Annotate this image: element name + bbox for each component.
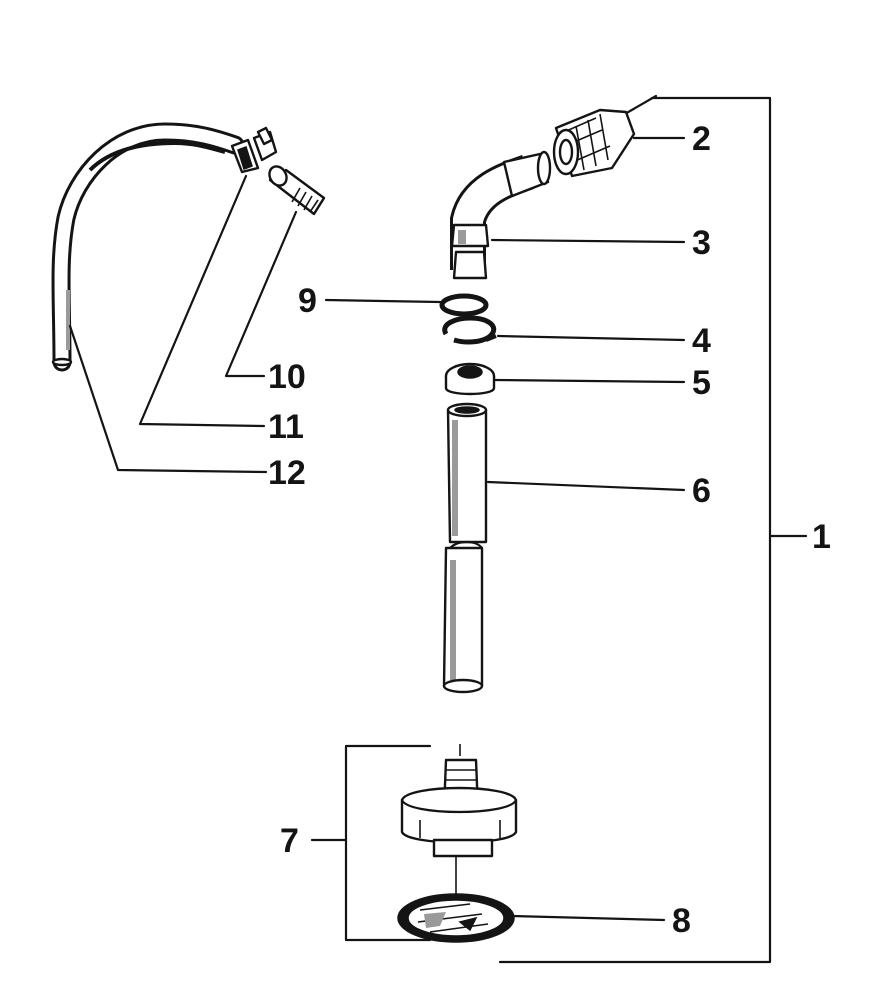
leader-12 [68,324,268,474]
callout-7: 7 [280,822,299,860]
hose-fitting [230,126,278,174]
callout-9: 9 [298,282,317,320]
callout-labels: 1 2 3 4 5 6 7 8 9 10 11 12 [268,120,831,940]
leader-5 [492,378,686,384]
strainer-body [400,744,518,894]
leader-6 [486,480,686,492]
leader-8 [510,914,666,922]
suction-tube [442,402,488,694]
subassembly-bracket [310,744,432,942]
coupling-nut [552,94,658,178]
callout-3: 3 [692,224,711,262]
callout-12: 12 [268,454,306,492]
callout-2: 2 [692,120,711,158]
elbow-tube [450,150,552,280]
threaded-nipple [268,165,326,216]
callout-5: 5 [692,364,711,402]
retaining-clip [442,315,497,345]
callout-4: 4 [692,322,711,360]
callout-8: 8 [672,902,691,940]
leader-4 [496,334,686,342]
callout-10: 10 [268,358,306,396]
leader-9 [324,298,442,304]
callout-1: 1 [812,518,831,556]
callout-6: 6 [692,472,711,510]
callout-11: 11 [268,408,304,446]
o-ring [439,293,489,317]
screen-disc [397,893,515,943]
leader-11 [138,174,266,428]
leader-10 [224,210,298,378]
leader-3 [490,238,686,244]
assembly-bracket [498,96,808,964]
collar [444,362,496,396]
leader-lines [68,136,686,922]
suction-hose [51,122,245,372]
